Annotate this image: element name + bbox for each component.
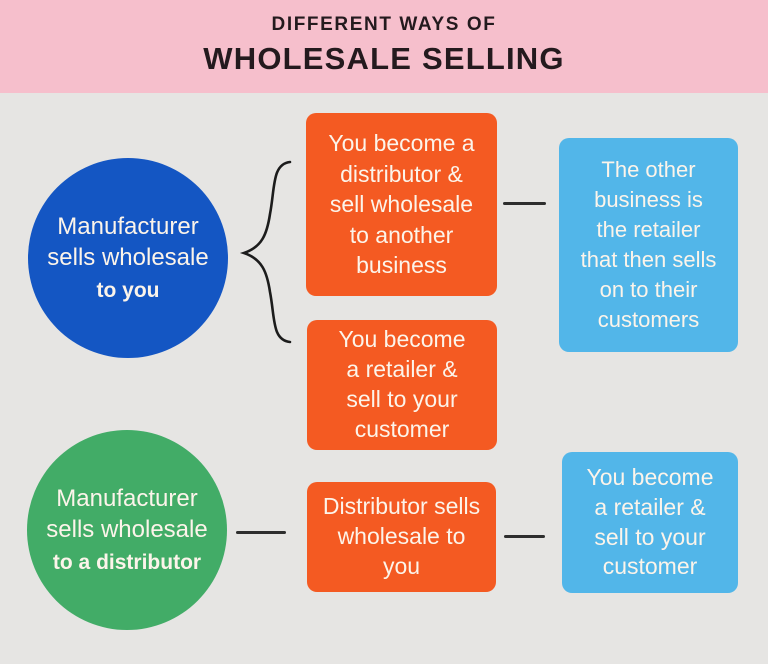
circle-text-line2: sells wholesale (47, 243, 209, 271)
circle-text-emphasis: to you (96, 278, 160, 302)
title-kicker: DIFFERENT WAYS OF (271, 14, 497, 36)
circle-text-line1: Manufacturer (56, 485, 198, 513)
title-banner: DIFFERENT WAYS OF WHOLESALE SELLING (0, 0, 768, 93)
page-title: WHOLESALE SELLING (203, 41, 565, 77)
circle-text-emphasis: to a distributor (52, 550, 202, 574)
connector-line (503, 202, 546, 205)
other-business-retailer-box: The other business is the retailer that … (559, 138, 738, 352)
manufacturer-to-distributor-circle: Manufacturer sells wholesale to a distri… (27, 430, 227, 630)
become-distributor-box: You become a distributor & sell wholesal… (306, 113, 497, 296)
connector-line (236, 531, 286, 534)
distributor-sells-box: Distributor sells wholesale to you (307, 482, 496, 592)
circle-text-line1: Manufacturer (57, 213, 199, 241)
become-retailer-result-box: You become a retailer & sell to your cus… (562, 452, 738, 593)
curly-brace (239, 160, 292, 344)
become-retailer-box: You become a retailer & sell to your cus… (307, 320, 497, 450)
circle-text-line2: sells wholesale (46, 515, 208, 543)
connector-line (504, 535, 545, 538)
manufacturer-to-you-circle: Manufacturer sells wholesale to you (28, 158, 228, 358)
